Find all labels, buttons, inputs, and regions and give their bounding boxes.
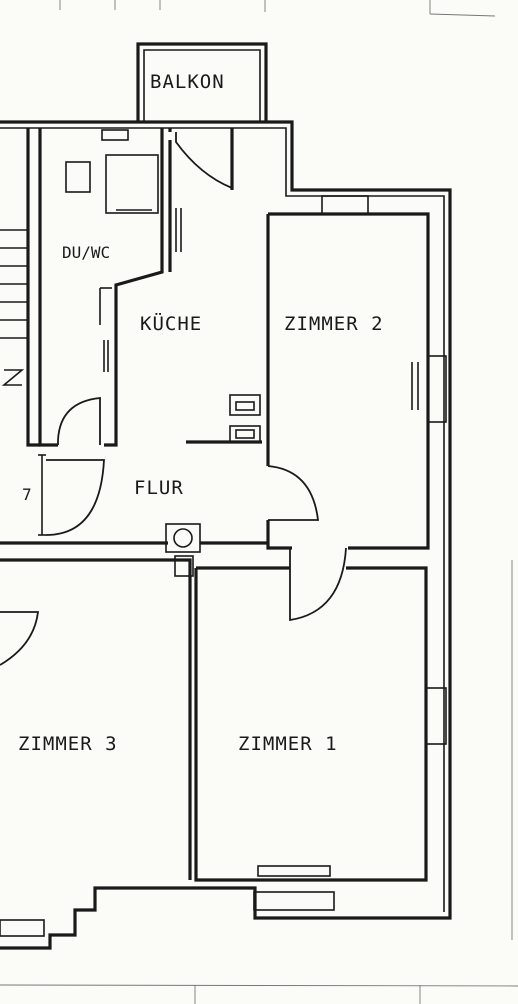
stair-step-number: 7 [22,485,32,504]
room-label-kueche: KÜCHE [140,312,202,335]
room-label-balkon: BALKON [150,71,225,93]
room-label-du-wc: DU/WC [62,243,110,262]
hallway [0,459,268,577]
room-zimmer-1 [194,547,447,911]
balcony [136,42,268,122]
room-zimmer-3 [0,558,192,937]
room-zimmer-2 [266,195,447,550]
room-label-zimmer-1: ZIMMER 1 [238,733,338,755]
stairwell [0,128,46,536]
kitchen [168,128,262,444]
room-label-zimmer-2: ZIMMER 2 [284,313,384,335]
bathroom [38,128,164,447]
room-label-zimmer-3: ZIMMER 3 [18,733,118,755]
room-label-flur: FLUR [134,477,184,499]
outer-walls [0,120,452,950]
